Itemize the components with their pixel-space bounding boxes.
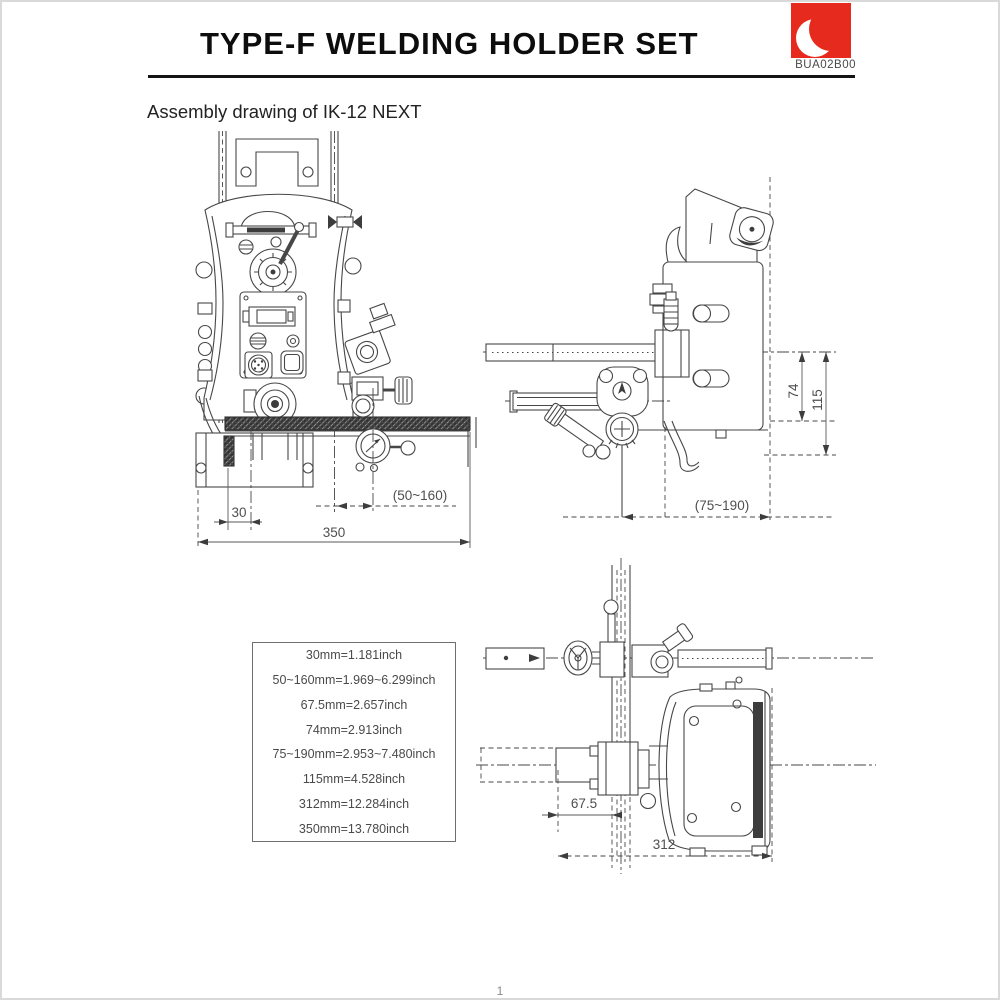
drawing-caption: Assembly drawing of IK-12 NEXT bbox=[147, 101, 422, 122]
switch-button bbox=[280, 350, 304, 375]
conversion-row: 67.5mm=2.657inch bbox=[300, 697, 408, 712]
machine-body-top bbox=[658, 676, 771, 857]
page-title: TYPE-F WELDING HOLDER SET bbox=[200, 26, 699, 61]
control-panel bbox=[239, 291, 307, 379]
wing-nut bbox=[328, 215, 362, 229]
clamp-lever bbox=[665, 226, 689, 263]
conversion-row: 350mm=13.780inch bbox=[298, 821, 410, 836]
conversion-row: 115mm=4.528inch bbox=[302, 772, 406, 787]
torch-holder bbox=[328, 215, 416, 473]
conversion-row: 50~160mm=1.969~6.299inch bbox=[272, 673, 436, 688]
logo-code: BUA02B00 bbox=[795, 59, 856, 71]
lower-clamp-top bbox=[480, 741, 668, 810]
dim-30: 30 bbox=[231, 505, 246, 520]
display bbox=[248, 306, 296, 327]
front-view-dimensions: 30 350 (50~160) bbox=[197, 388, 471, 548]
conversion-row: 312mm=12.284inch bbox=[298, 796, 410, 811]
conversion-row: 74mm=2.913inch bbox=[305, 722, 403, 737]
top-view-dimensions: 67.5 312 bbox=[542, 688, 773, 862]
page-number: 1 bbox=[496, 984, 504, 998]
dim-67-5: 67.5 bbox=[571, 796, 597, 811]
dim-115: 115 bbox=[810, 389, 825, 411]
title-underline bbox=[148, 75, 855, 78]
small-knob bbox=[238, 239, 254, 255]
display-tab bbox=[242, 310, 250, 323]
dim-350: 350 bbox=[323, 525, 346, 540]
dim-75-190: (75~190) bbox=[695, 498, 749, 513]
rack-rail bbox=[224, 416, 471, 431]
conversion-row: 75~190mm=2.953~7.480inch bbox=[272, 747, 436, 762]
cross-slide-top bbox=[485, 599, 773, 678]
cable-hose bbox=[663, 420, 700, 472]
dim-312: 312 bbox=[653, 837, 676, 852]
koike-logo-icon bbox=[791, 3, 851, 58]
side-view: 74 115 (75~190) bbox=[483, 177, 836, 521]
dim-74: 74 bbox=[786, 383, 801, 399]
side-view-dimensions: 74 115 (75~190) bbox=[563, 352, 836, 521]
conversion-table: 30mm=1.181inch 50~160mm=1.969~6.299inch … bbox=[252, 642, 456, 842]
front-view: 30 350 (50~160) bbox=[195, 131, 477, 548]
top-view: 67.5 312 bbox=[476, 558, 876, 874]
conversion-row: 30mm=1.181inch bbox=[305, 648, 403, 663]
swivel-clamp bbox=[596, 366, 649, 449]
guide-roller bbox=[729, 207, 774, 252]
dim-50-160: (50~160) bbox=[393, 488, 447, 503]
wheel-tread bbox=[753, 702, 763, 838]
